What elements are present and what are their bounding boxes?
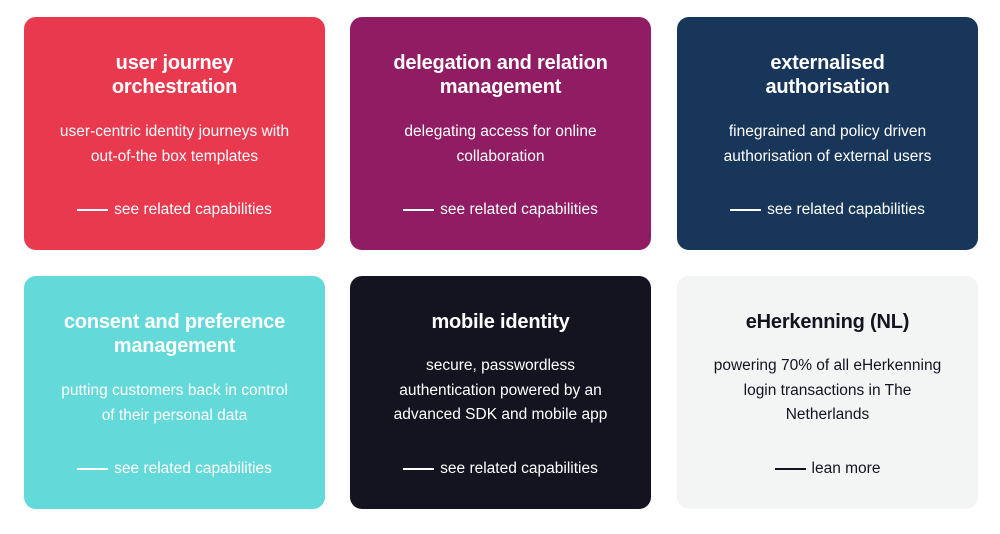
card-eherkenning[interactable]: eHerkenning (NL) powering 70% of all eHe…: [677, 276, 978, 509]
see-related-capabilities-link[interactable]: see related capabilities: [77, 200, 272, 220]
card-title: externalised authorisation: [765, 52, 890, 98]
card-user-journey-orchestration[interactable]: user journey orchestration user-centric …: [24, 17, 325, 250]
card-description: delegating access for online collaborati…: [404, 123, 597, 165]
dash-icon: [774, 468, 806, 470]
dash-icon: [403, 209, 435, 211]
dash-icon: [77, 209, 109, 211]
dash-icon: [403, 468, 435, 470]
learn-more-link[interactable]: lean more: [774, 459, 880, 479]
dash-icon: [77, 468, 109, 470]
see-related-capabilities-link[interactable]: see related capabilities: [403, 200, 598, 220]
dash-icon: [730, 209, 762, 211]
see-related-capabilities-link[interactable]: see related capabilities: [77, 459, 272, 479]
card-description: secure, passwordless authentication powe…: [393, 357, 608, 423]
card-description: powering 70% of all eHerkenning login tr…: [713, 357, 942, 423]
card-description: finegrained and policy driven authorisat…: [723, 123, 932, 165]
card-title: eHerkenning (NL): [745, 311, 910, 333]
card-title: consent and preference management: [63, 311, 286, 357]
card-title: mobile identity: [431, 311, 570, 333]
card-mobile-identity[interactable]: mobile identity secure, passwordless aut…: [350, 276, 651, 509]
card-description: putting customers back in control of the…: [61, 382, 288, 424]
card-title: user journey orchestration: [111, 52, 238, 98]
see-related-capabilities-link[interactable]: see related capabilities: [730, 200, 925, 220]
card-description: user-centric identity journeys with out-…: [59, 123, 290, 165]
card-consent-preference-management[interactable]: consent and preference management puttin…: [24, 276, 325, 509]
card-title: delegation and relation management: [393, 52, 608, 98]
card-externalised-authorisation[interactable]: externalised authorisation finegrained a…: [677, 17, 978, 250]
see-related-capabilities-link[interactable]: see related capabilities: [403, 459, 598, 479]
card-delegation-relation-management[interactable]: delegation and relation management deleg…: [350, 17, 651, 250]
